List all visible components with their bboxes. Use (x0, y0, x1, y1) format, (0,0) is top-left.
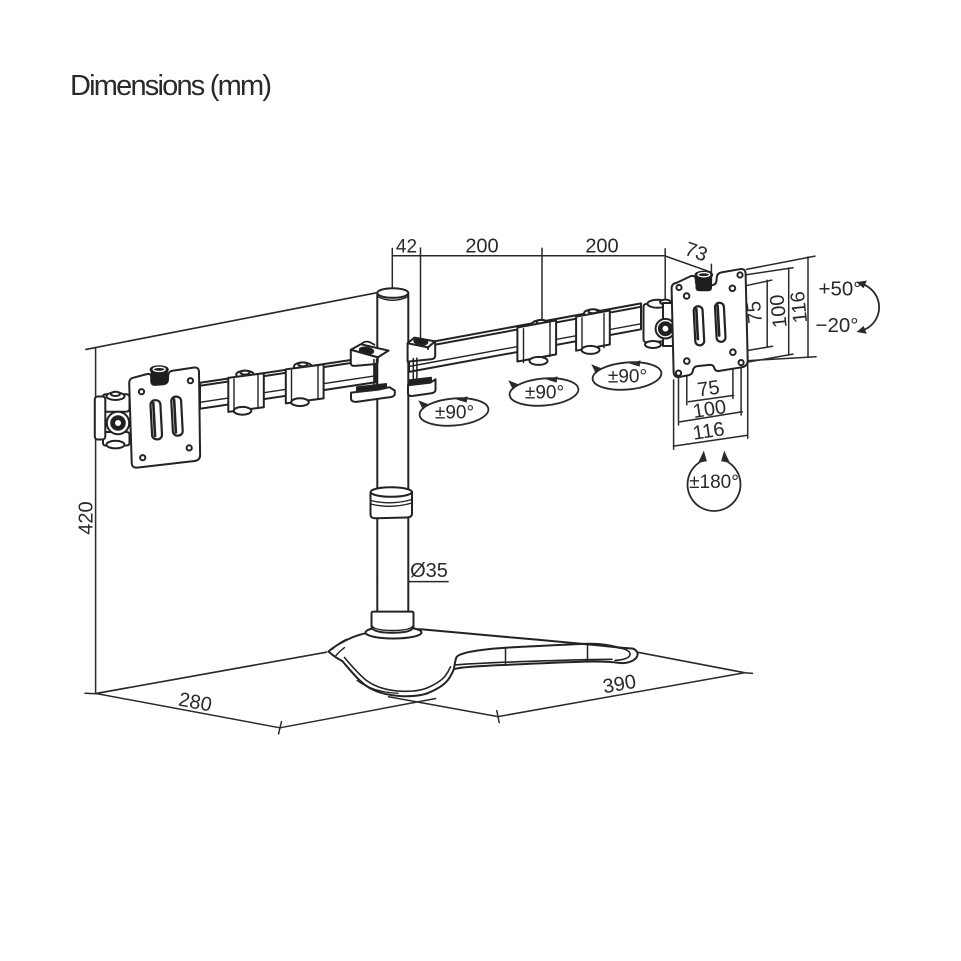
svg-text:200: 200 (585, 236, 618, 258)
svg-text:Ø35: Ø35 (410, 560, 448, 582)
svg-text:±90°: ±90° (608, 367, 647, 388)
svg-text:+50°: +50° (819, 278, 862, 301)
svg-text:420: 420 (76, 501, 98, 534)
svg-text:75: 75 (696, 377, 721, 402)
svg-text:−20°: −20° (816, 314, 859, 337)
svg-text:±90°: ±90° (435, 403, 474, 424)
svg-text:Dimensions (mm): Dimensions (mm) (70, 70, 270, 102)
svg-text:116: 116 (787, 290, 812, 324)
svg-text:100: 100 (766, 293, 791, 328)
svg-text:200: 200 (465, 236, 498, 258)
svg-text:100: 100 (691, 396, 727, 423)
svg-text:42: 42 (396, 237, 417, 258)
svg-text:±180°: ±180° (689, 472, 739, 493)
svg-text:116: 116 (691, 418, 726, 444)
svg-text:±90°: ±90° (525, 383, 564, 404)
